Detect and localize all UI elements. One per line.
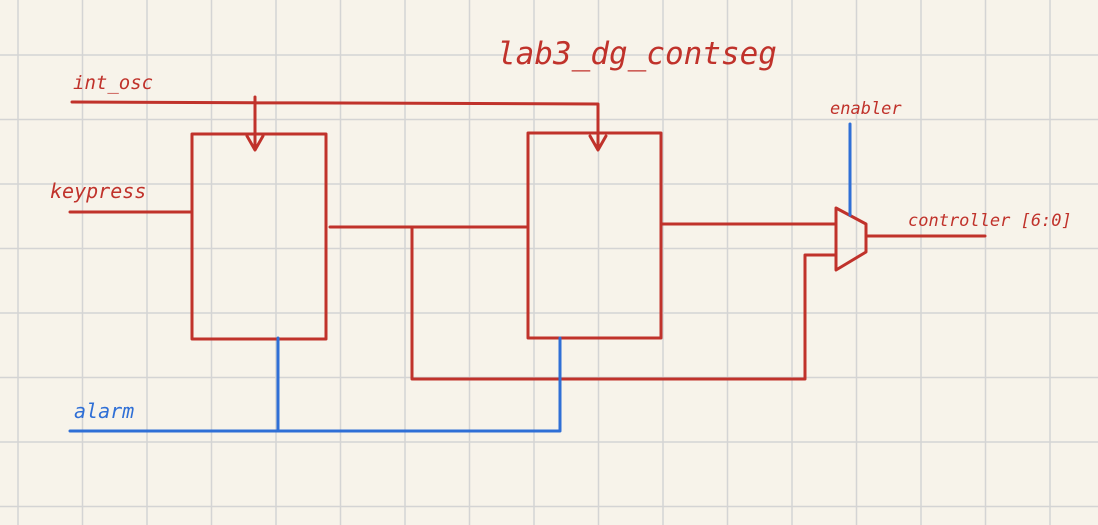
keypress-label: keypress — [50, 179, 146, 203]
bypass-wire — [410, 225, 838, 381]
clock-marker-1-icon — [245, 134, 265, 152]
register-block-2 — [526, 131, 663, 340]
alarm-label: alarm — [74, 399, 134, 423]
mux-icon — [834, 206, 868, 272]
enabler-label: enabler — [830, 99, 902, 119]
int-osc-wire — [70, 95, 600, 150]
int-osc-label: int_osc — [73, 72, 153, 94]
diagram-title: lab3_dg_contseg — [497, 36, 777, 72]
register-block-1 — [190, 132, 328, 341]
controller-label: controller [6:0] — [908, 211, 1072, 231]
alarm-wire — [68, 336, 562, 433]
clock-marker-2-icon — [588, 134, 608, 152]
